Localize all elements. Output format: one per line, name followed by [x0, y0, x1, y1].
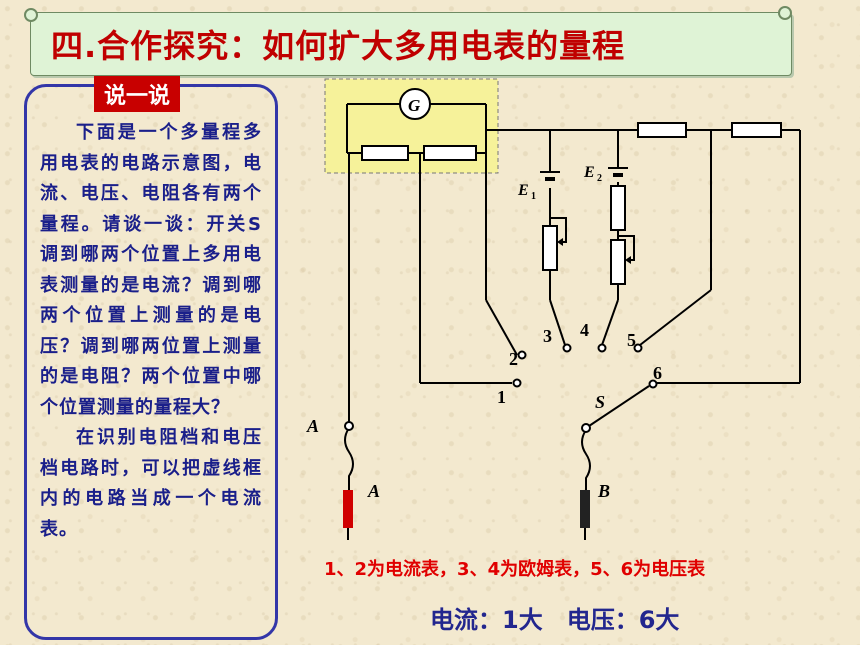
scroll-cap-right	[778, 6, 792, 20]
label-pos-4: 4	[580, 320, 589, 340]
label-pos-3: 3	[543, 326, 552, 346]
title-banner: 四.合作探究：如何扩大多用电表的量程	[30, 12, 792, 76]
label-e1: E	[517, 182, 529, 199]
label-terminal-a: A	[306, 416, 319, 436]
label-e1-sub: 1	[531, 191, 536, 202]
probe-red	[343, 490, 353, 528]
label-pos-5: 5	[627, 330, 636, 350]
discussion-paragraph-1: 下面是一个多量程多用电表的电路示意图，电流、电压、电阻各有两个量程。请谈一谈：开…	[40, 122, 262, 418]
multiplier-resistor-1	[637, 122, 687, 138]
label-e2-sub: 2	[597, 173, 602, 184]
discussion-text: 下面是一个多量程多用电表的电路示意图，电流、电压、电阻各有两个量程。请谈一谈：开…	[40, 118, 262, 545]
rheostat-2	[610, 239, 626, 285]
label-pos-6: 6	[653, 363, 662, 383]
shunt-resistor-2	[423, 145, 477, 161]
multiplier-resistor-2	[731, 122, 782, 138]
answer-text: 1、2为电流表，3、4为欧姆表，5、6为电压表	[324, 559, 706, 580]
scroll-cap-left	[24, 8, 38, 22]
rheostat-1	[542, 225, 558, 271]
label-pos-2: 2	[509, 349, 518, 369]
resistor-e2	[610, 185, 626, 231]
label-switch-s: S	[595, 392, 605, 412]
shunt-resistor-1	[361, 145, 409, 161]
label-probe-a: A	[367, 481, 380, 501]
label-pos-1: 1	[497, 387, 506, 407]
discussion-tag: 说一说	[94, 76, 181, 112]
page-title: 四.合作探究：如何扩大多用电表的量程	[51, 27, 626, 65]
label-g: G	[408, 96, 421, 115]
label-e2: E	[583, 164, 595, 181]
result-text: 电流：1大 电压：6大	[430, 606, 680, 634]
probe-black	[580, 490, 590, 528]
discussion-paragraph-2: 在识别电阻档和电压档电路时，可以把虚线框内的电路当成一个电流表。	[40, 427, 262, 540]
label-probe-b: B	[597, 481, 610, 501]
galvanometer-icon	[399, 88, 431, 120]
